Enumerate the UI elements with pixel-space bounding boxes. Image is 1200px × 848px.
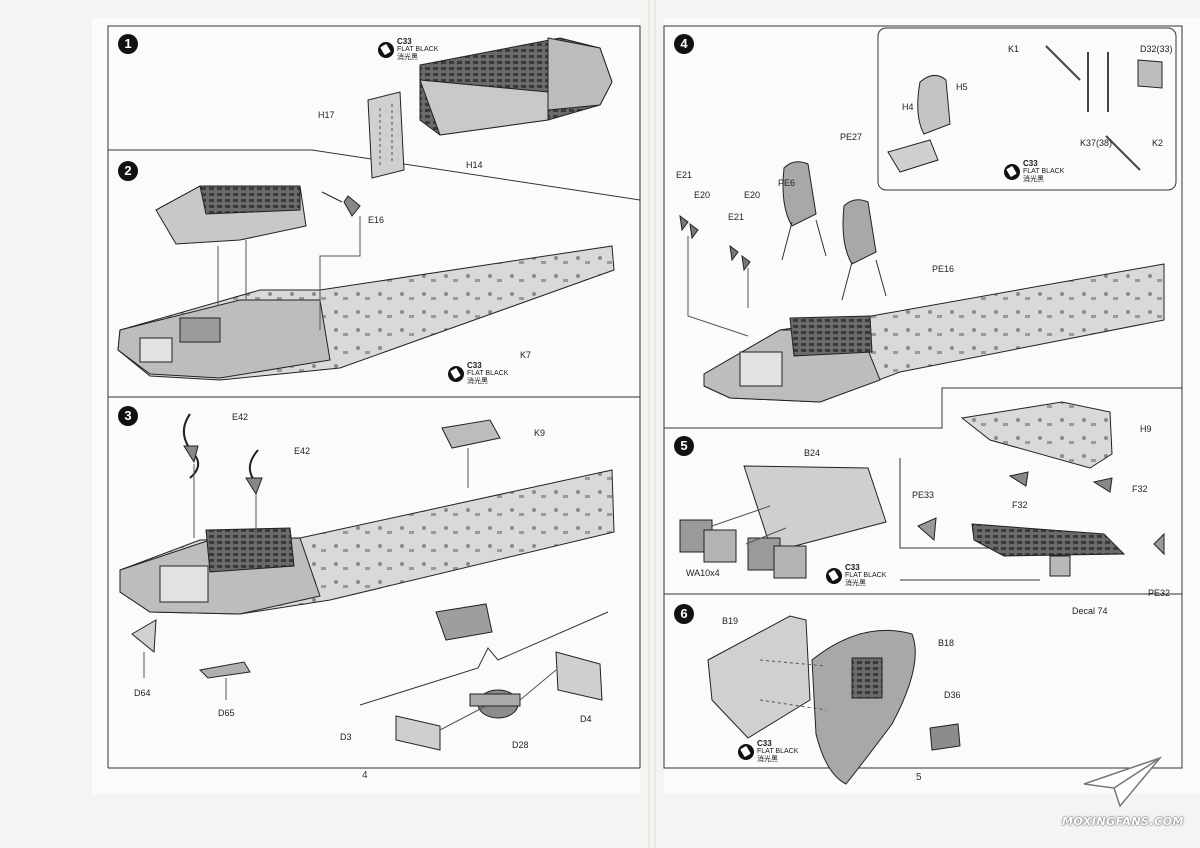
paint-name: FLAT BLACK [757,748,799,755]
part-label-e16: E16 [368,215,385,225]
spray-can-icon [826,568,842,584]
part-label-d32: D32(33) [1140,44,1173,54]
part-label-k7: K7 [520,350,532,360]
step2-parts [117,185,615,381]
part-label-d36: D36 [944,690,961,700]
paint-name-cn: 消光黑 [845,580,866,587]
paint-code: C33 [1023,159,1038,168]
part-label-k2: K2 [1152,138,1164,148]
part-label-d65: D65 [218,708,235,718]
step6-parts [707,615,961,785]
part-label-e21-left: E21 [676,170,693,180]
step-number-3: 3 [118,406,138,426]
part-label-d3: D3 [340,732,352,742]
paint-name: FLAT BLACK [1023,168,1065,175]
paint-name: FLAT BLACK [845,572,887,579]
spray-can-icon [448,366,464,382]
part-label-pe32: PE32 [1148,588,1171,598]
step-number-2: 2 [118,161,138,181]
part-label-e20-left: E20 [694,190,711,200]
part-label-pe33: PE33 [912,490,935,500]
step5-parts [679,465,887,579]
step-number-5: 5 [674,436,694,456]
paint-code: C33 [467,361,482,370]
left-page [92,18,640,794]
part-label-e21-right: E21 [728,212,745,222]
part-label-f32-left: F32 [1012,500,1028,510]
step4-parts [679,45,1165,403]
part-label-k1: K1 [1008,44,1020,54]
part-label-d64: D64 [134,688,151,698]
part-label-pe27: PE27 [840,132,863,142]
spray-can-icon [378,42,394,58]
step-number-6: 6 [674,604,694,624]
part-label-h14: H14 [466,160,483,170]
paint-name-cn: 消光黑 [397,54,418,61]
part-label-f32-right: F32 [1132,484,1148,494]
step-frames-left [107,25,641,769]
paint-code: C33 [757,739,772,748]
part-label-k9: K9 [534,428,546,438]
page-spine [648,0,656,848]
step-number-4: 4 [674,34,694,54]
paint-name-cn: 消光黑 [467,378,488,385]
page-number-right: 5 [916,772,922,783]
page-number-left: 4 [362,770,368,781]
part-label-h5: H5 [956,82,968,92]
part-label-d4: D4 [580,714,592,724]
part-label-e42-upper: E42 [232,412,249,422]
part-label-e42-lower: E42 [294,446,311,456]
part-label-h4: H4 [902,102,914,112]
paint-code: C33 [845,563,860,572]
part-label-pe16: PE16 [932,264,955,274]
watermark-text: MOXINGFANS.COM [1062,815,1185,828]
spray-can-icon [1004,164,1020,180]
part-label-h9: H9 [1140,424,1152,434]
step4b-parts [917,401,1165,577]
part-label-h17: H17 [318,110,335,120]
paper-plane-icon [1083,756,1163,808]
part-label-wa10x4: WA10x4 [686,568,720,578]
part-label-pe6: PE6 [778,178,796,188]
spray-can-icon [738,744,754,760]
part-label-b18: B18 [938,638,955,648]
step1-parts [367,37,613,179]
part-label-k37: K37(38) [1080,138,1113,148]
watermark: MOXINGFANS.COM [1062,754,1185,828]
decal-label: Decal 74 [1072,606,1108,616]
step-number-1: 1 [118,34,138,54]
paint-name: FLAT BLACK [467,370,509,377]
paint-code: C33 [397,37,412,46]
paint-name-cn: 消光黑 [757,756,778,763]
part-label-b19: B19 [722,616,739,626]
part-label-e20-right: E20 [744,190,761,200]
part-label-b24: B24 [804,448,821,458]
step3-parts [119,413,615,751]
paint-name: FLAT BLACK [397,46,439,53]
part-label-d28: D28 [512,740,529,750]
paint-name-cn: 消光黑 [1023,176,1044,183]
